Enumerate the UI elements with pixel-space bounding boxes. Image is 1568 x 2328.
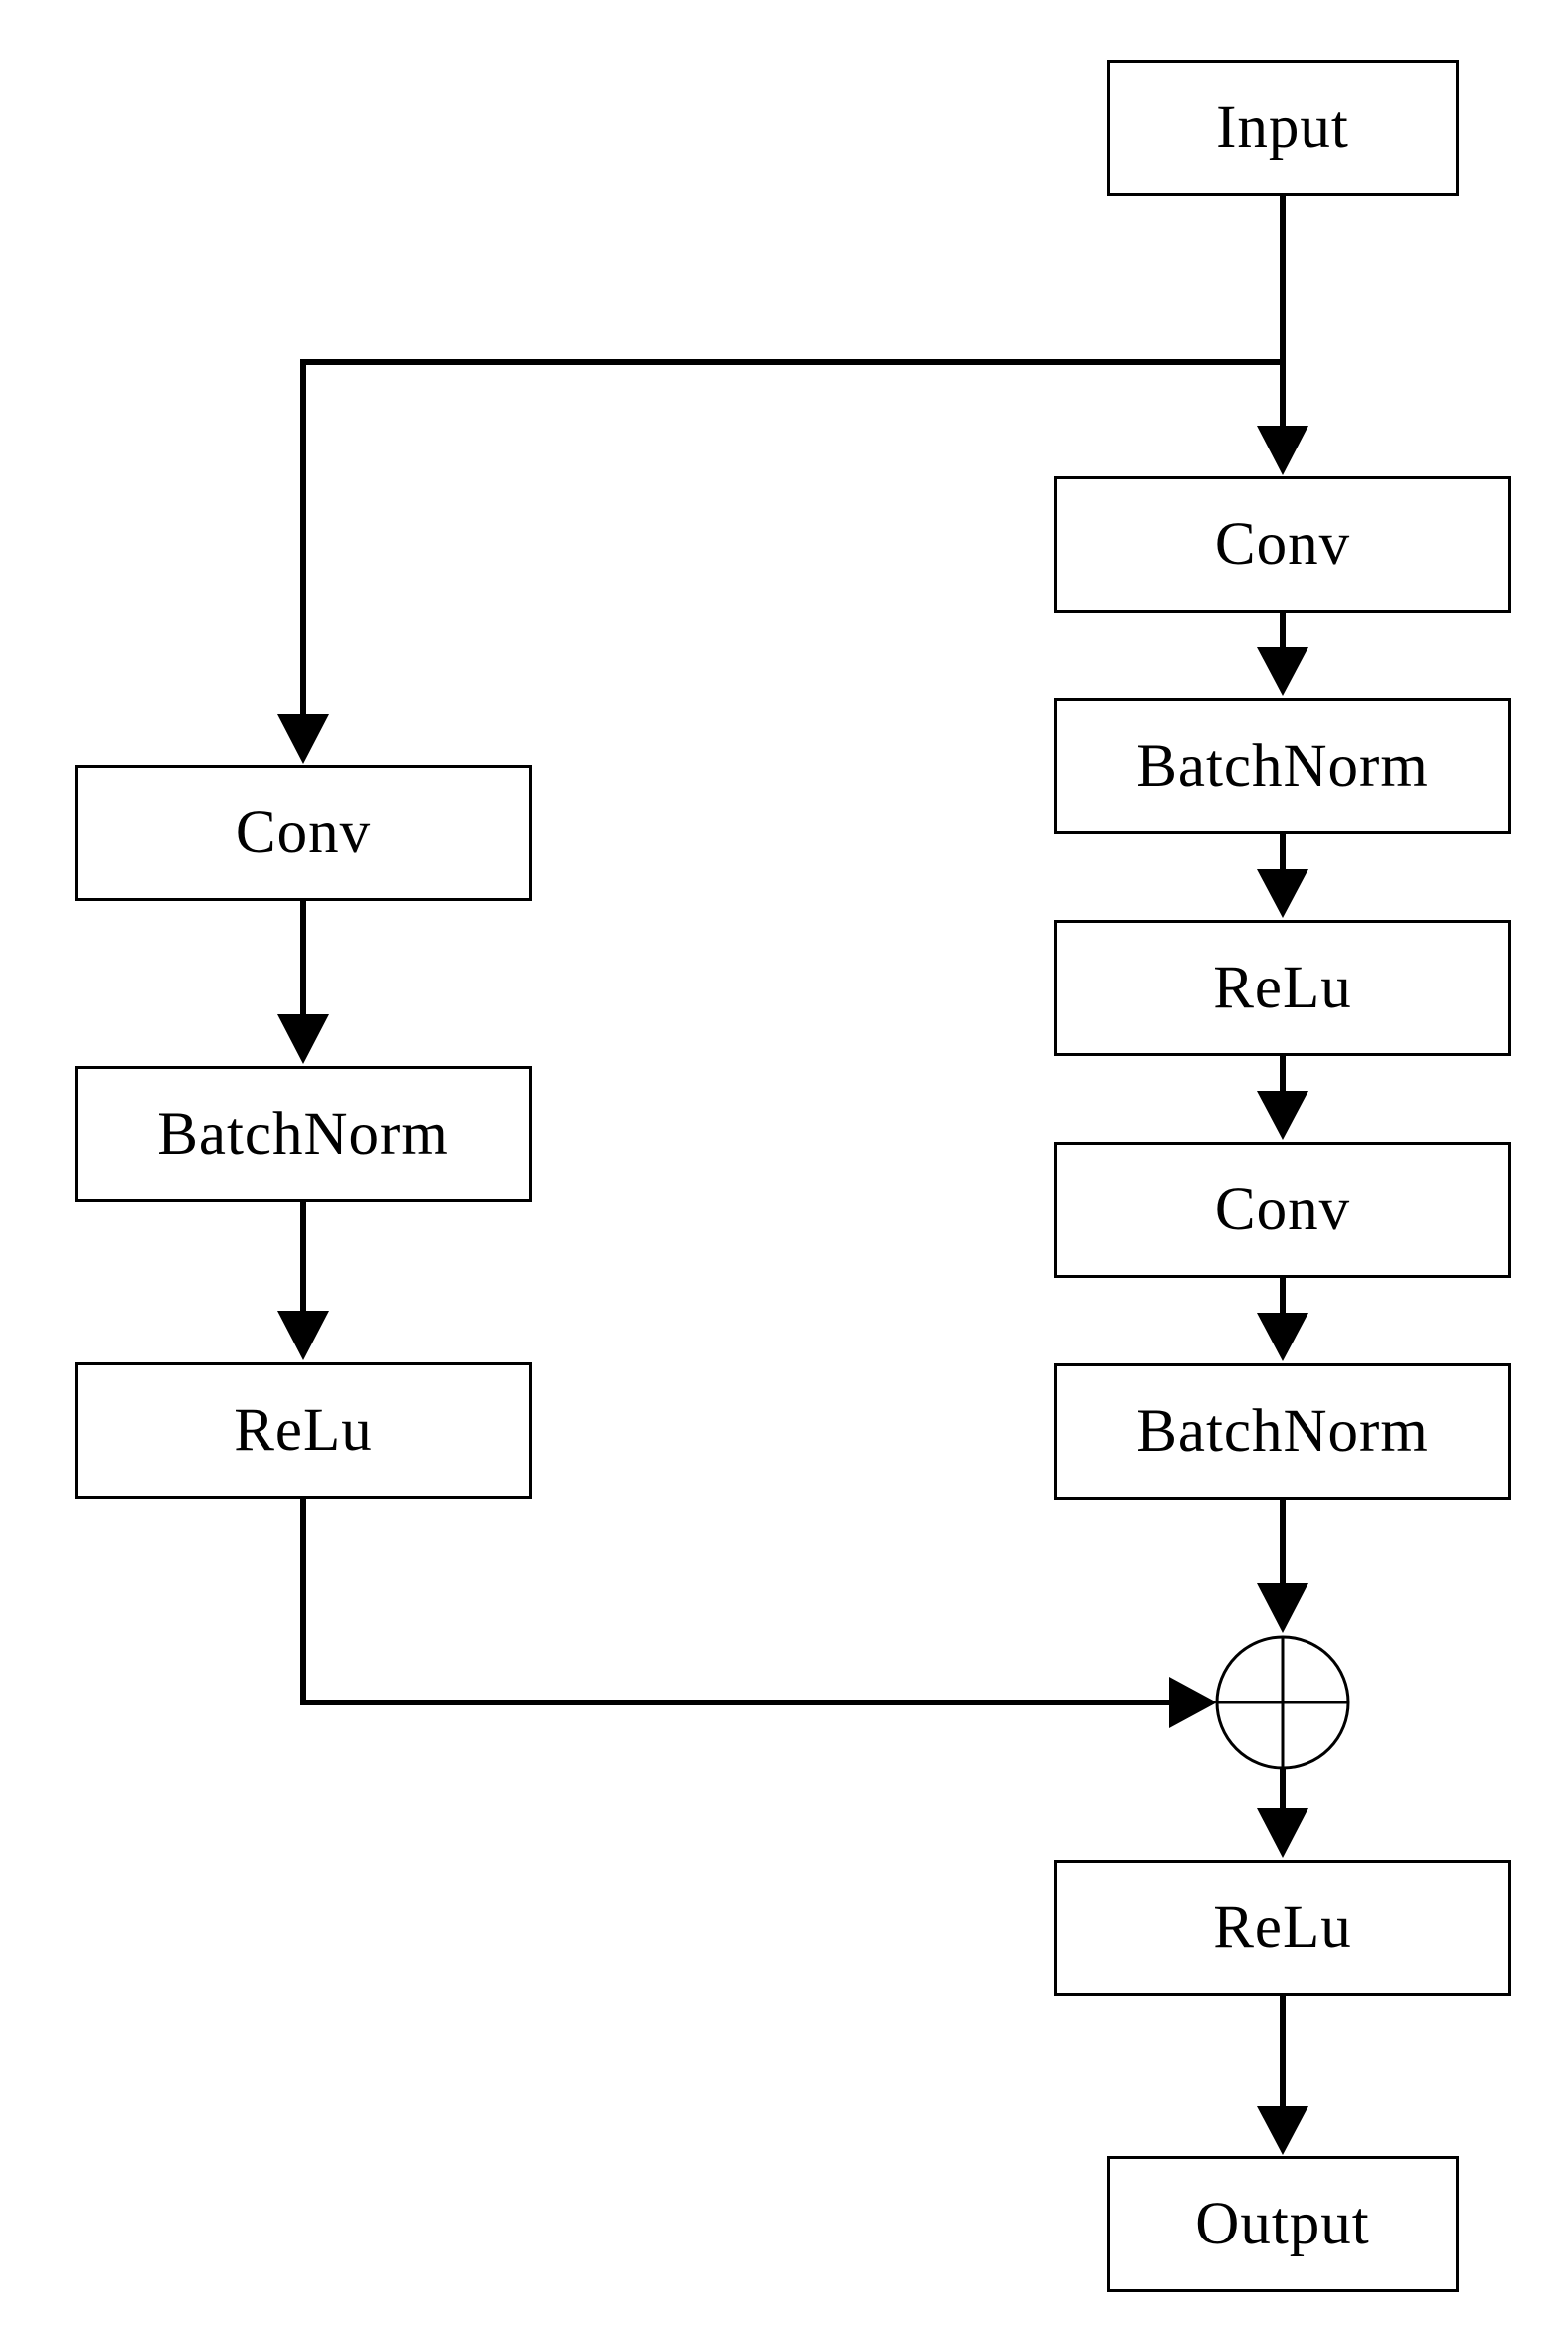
left-conv-node: Conv	[75, 765, 532, 901]
edge-left-relu-add	[300, 1498, 1171, 1705]
left-relu-node: ReLu	[75, 1362, 532, 1499]
arrowhead-to-right-bn-2	[1257, 1313, 1308, 1361]
relu-after-add-node: ReLu	[1054, 1860, 1511, 1996]
arrowhead-to-right-conv-2	[1257, 1091, 1308, 1140]
input-node: Input	[1107, 60, 1459, 196]
arrowhead-to-left-relu	[277, 1311, 329, 1360]
sum-circle	[1215, 1635, 1350, 1770]
arrowhead-to-right-relu-1	[1257, 869, 1308, 918]
arrowhead-to-right-conv-1	[1257, 426, 1308, 475]
output-node: Output	[1107, 2156, 1459, 2292]
arrowhead-to-add-left	[1169, 1677, 1217, 1728]
arrowhead-to-output	[1257, 2106, 1308, 2155]
right-conv-2-node: Conv	[1054, 1142, 1511, 1278]
arrowhead-to-add-top	[1257, 1583, 1308, 1633]
arrowhead-to-left-bn	[277, 1014, 329, 1064]
arrowhead-to-relu-after-add	[1257, 1808, 1308, 1858]
right-batchnorm-2-node: BatchNorm	[1054, 1363, 1511, 1500]
edge-split-left-conv	[300, 359, 1283, 716]
arrowhead-to-right-bn-1	[1257, 647, 1308, 696]
left-batchnorm-node: BatchNorm	[75, 1066, 532, 1202]
right-conv-1-node: Conv	[1054, 476, 1511, 613]
right-relu-1-node: ReLu	[1054, 920, 1511, 1056]
arrowhead-to-left-conv	[277, 714, 329, 764]
right-batchnorm-1-node: BatchNorm	[1054, 698, 1511, 834]
